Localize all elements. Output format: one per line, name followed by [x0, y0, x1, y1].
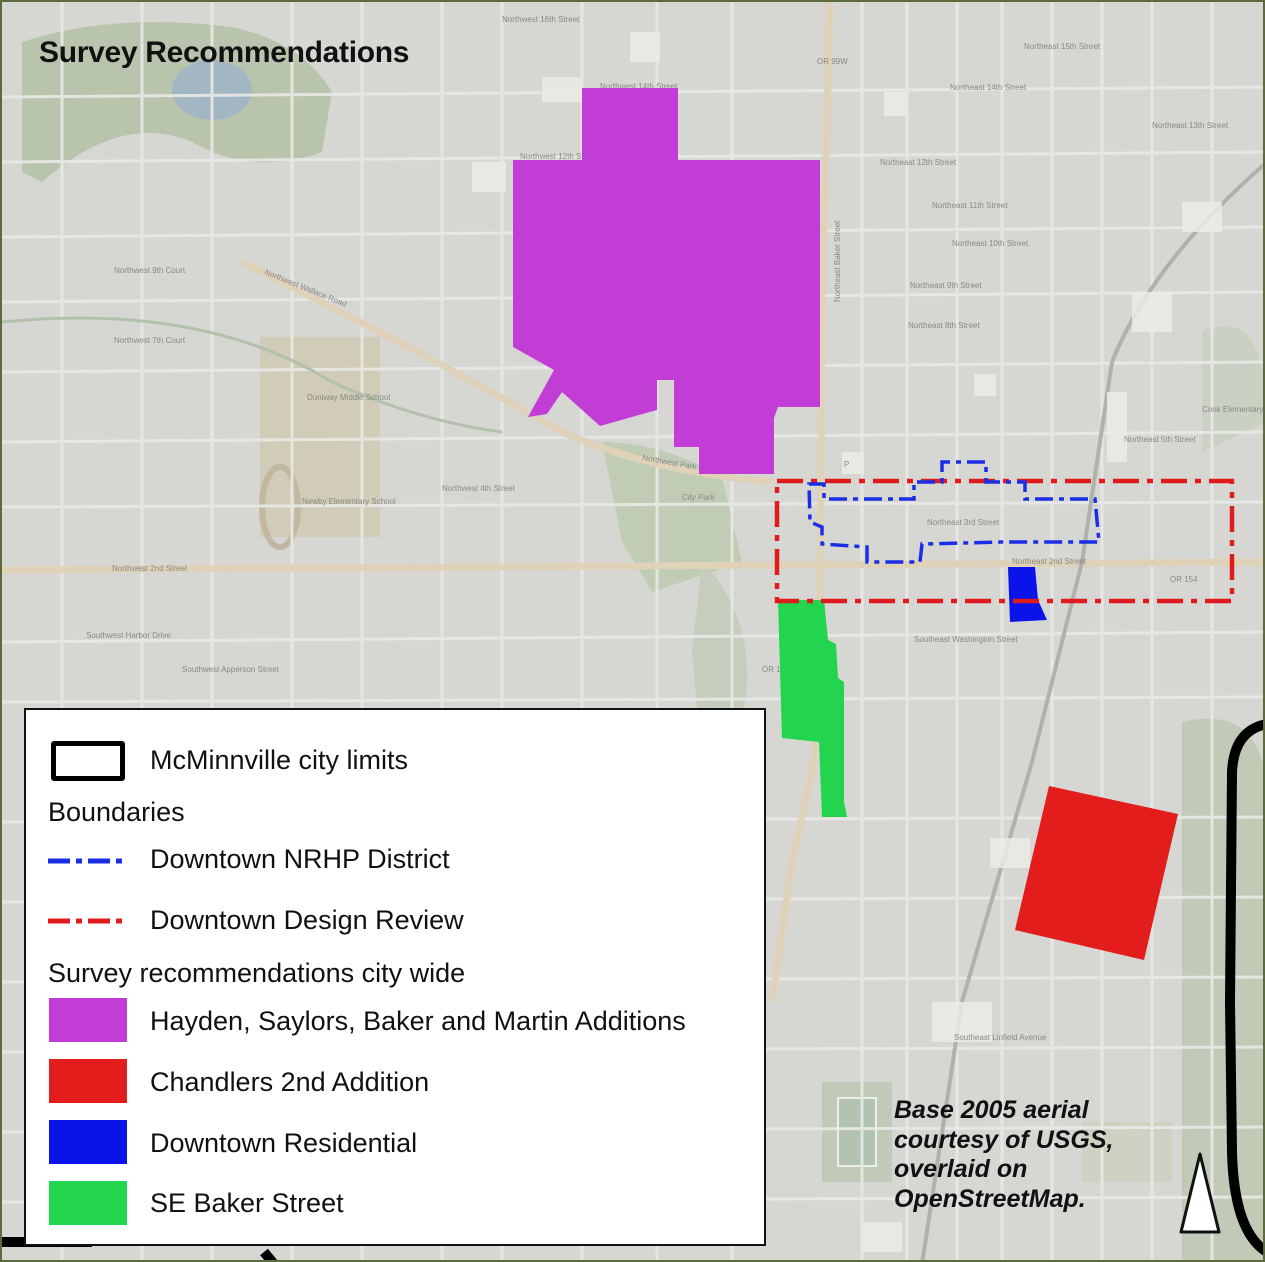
street-label: Northeast 3rd Street: [927, 518, 1000, 527]
street-label: Northeast 9th Street: [910, 281, 982, 290]
map-title: Survey Recommendations: [39, 36, 410, 69]
legend-city-limits-swatch: [48, 738, 128, 784]
street-label: Northwest 2nd Street: [112, 564, 188, 573]
city-limits-line[interactable]: [1225, 719, 1265, 1256]
park-label: City Park: [682, 493, 715, 502]
legend-downtown-residential-swatch: [48, 1119, 128, 1165]
boundary-downtown-nrhp-district[interactable]: [807, 460, 1101, 564]
street-label: Southeast Washington Street: [914, 635, 1019, 644]
parking-icon: P: [844, 460, 849, 469]
street-label: Northwest 4th Street: [442, 484, 516, 493]
school-label: Cook Elementary School: [1202, 405, 1265, 414]
road-shield: OR 154: [1170, 575, 1198, 584]
street-label: Northwest 14th Street: [600, 82, 678, 91]
street-label: Northeast Baker Street: [833, 220, 842, 302]
legend-se-baker-label: SE Baker Street: [150, 1188, 344, 1218]
legend-boundaries-heading: Boundaries: [48, 797, 185, 827]
road-shield: OR 18: [762, 665, 786, 674]
legend-nrhp-swatch: [48, 838, 128, 884]
street-label: Northeast 5th Street: [1124, 435, 1196, 444]
street-label: Southwest Harbor Drive: [86, 631, 171, 640]
legend-design-review-label: Downtown Design Review: [150, 905, 464, 935]
legend-downtown-residential-label: Downtown Residential: [150, 1128, 418, 1158]
boundary-downtown-design-review[interactable]: [774, 478, 1235, 604]
street-label: Northeast 15th Street: [1024, 42, 1101, 51]
street-label: Northeast 8th Street: [908, 321, 980, 330]
area-se-baker-street[interactable]: [778, 600, 847, 817]
street-label: Northeast 14th Street: [950, 83, 1027, 92]
buildings: [472, 32, 1222, 1252]
legend-design-review-swatch: [48, 898, 128, 944]
map-credit: Base 2005 aerial courtesy of USGS, overl…: [894, 1096, 1114, 1213]
legend-hayden-swatch: [48, 997, 128, 1043]
street-label: Northwest 9th Court: [114, 266, 186, 275]
legend-nrhp-label: Downtown NRHP District: [150, 844, 450, 874]
school-label: Duniway Middle School: [307, 393, 390, 402]
street-label: Southwest Apperson Street: [182, 665, 280, 674]
legend-city-limits-label: McMinnville city limits: [150, 745, 409, 775]
legend-survey-heading: Survey recommendations city wide: [48, 958, 466, 988]
area-chandlers-2nd-addition[interactable]: [1015, 786, 1178, 960]
street-label: Northeast 10th Street: [952, 239, 1029, 248]
street-label: Northeast 11th Street: [932, 201, 1008, 210]
north-arrow-icon: [1179, 1152, 1221, 1234]
street-label: Northwest 12th Street: [520, 152, 598, 161]
street-label: Northeast 12th Street: [880, 158, 957, 167]
legend-se-baker-swatch: [48, 1180, 128, 1226]
street-label: Northwest 16th Street: [502, 15, 580, 24]
street-label: Northeast 13th Street: [1152, 121, 1229, 130]
road-shield: OR 99W: [817, 57, 848, 66]
street-label: Southeast Linfield Avenue: [954, 1033, 1047, 1042]
street-label: Northeast 2nd Street: [1012, 557, 1087, 566]
school-label: Newby Elementary School: [302, 497, 396, 506]
area-hayden-saylors-baker-martin[interactable]: [513, 88, 820, 474]
legend-chandlers-swatch: [48, 1058, 128, 1104]
map-legend: McMinnville city limits Boundaries Downt…: [24, 708, 766, 1246]
area-downtown-residential[interactable]: [1008, 567, 1047, 622]
legend-hayden-label: Hayden, Saylors, Baker and Martin Additi…: [150, 1006, 686, 1036]
street-label: Northwest 7th Court: [114, 336, 186, 345]
legend-chandlers-label: Chandlers 2nd Addition: [150, 1067, 430, 1097]
